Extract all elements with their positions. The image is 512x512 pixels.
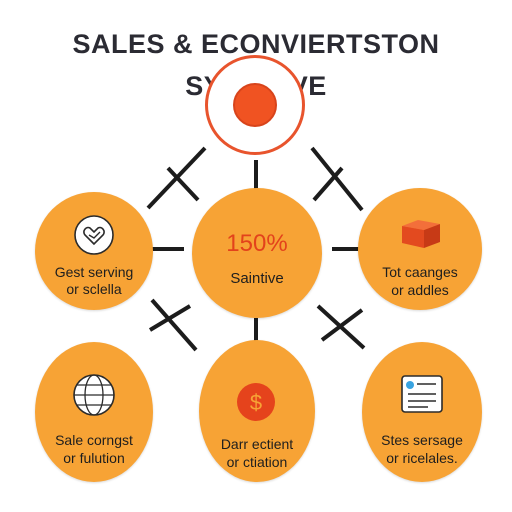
hub-node [205,55,305,155]
node-top-right-line-2: or addles [391,282,449,298]
node-bottom-left: Sale corngst or fulution [35,342,153,482]
dollar-symbol: $ [250,390,262,415]
connector-left-lower [150,298,198,352]
connector-right-lower-arrow [320,308,364,342]
node-top-left: Gest serving or sclella [35,192,153,310]
node-top-left-line-1: Gest serving [54,264,134,280]
node-bottom-left-line-1: Sale corngst [55,432,133,448]
center-label: Saintive [230,270,284,287]
center-node: 150% Saintive [192,188,322,318]
hub-dot [233,83,277,127]
connector-hub-right-arrow [312,166,344,202]
document-form-icon [400,374,444,419]
cube-box-icon [398,216,444,255]
node-bottom-right-line-2: or ricelales. [386,450,458,466]
dollar-coin-icon: $ [234,380,278,429]
node-top-right-line-1: Tot caanges [382,264,458,280]
center-value: 150% [226,230,288,257]
node-top-right: Tot caanges or addles [358,188,482,310]
node-bottom-right: Stes sersage or ricelales. [362,342,482,482]
node-bottom-middle-line-2: or ctiation [226,454,288,470]
node-bottom-middle: $ Darr ectient or ctiation [199,340,315,482]
node-bottom-right-line-1: Stes sersage [381,432,463,448]
diagram-title-line-1: SALES & ECONVIERTSTON [72,29,440,59]
connector-left-lower-arrow [148,304,192,332]
node-bottom-middle-line-1: Darr ectient [220,436,294,452]
node-bottom-left-line-2: or fulution [63,450,125,466]
heart-handshake-icon [73,214,115,261]
node-top-left-line-2: or sclella [66,281,122,297]
connector-hub-left-arrow [166,166,200,202]
globe-icon [71,372,117,423]
connector-hub-right [310,146,364,212]
